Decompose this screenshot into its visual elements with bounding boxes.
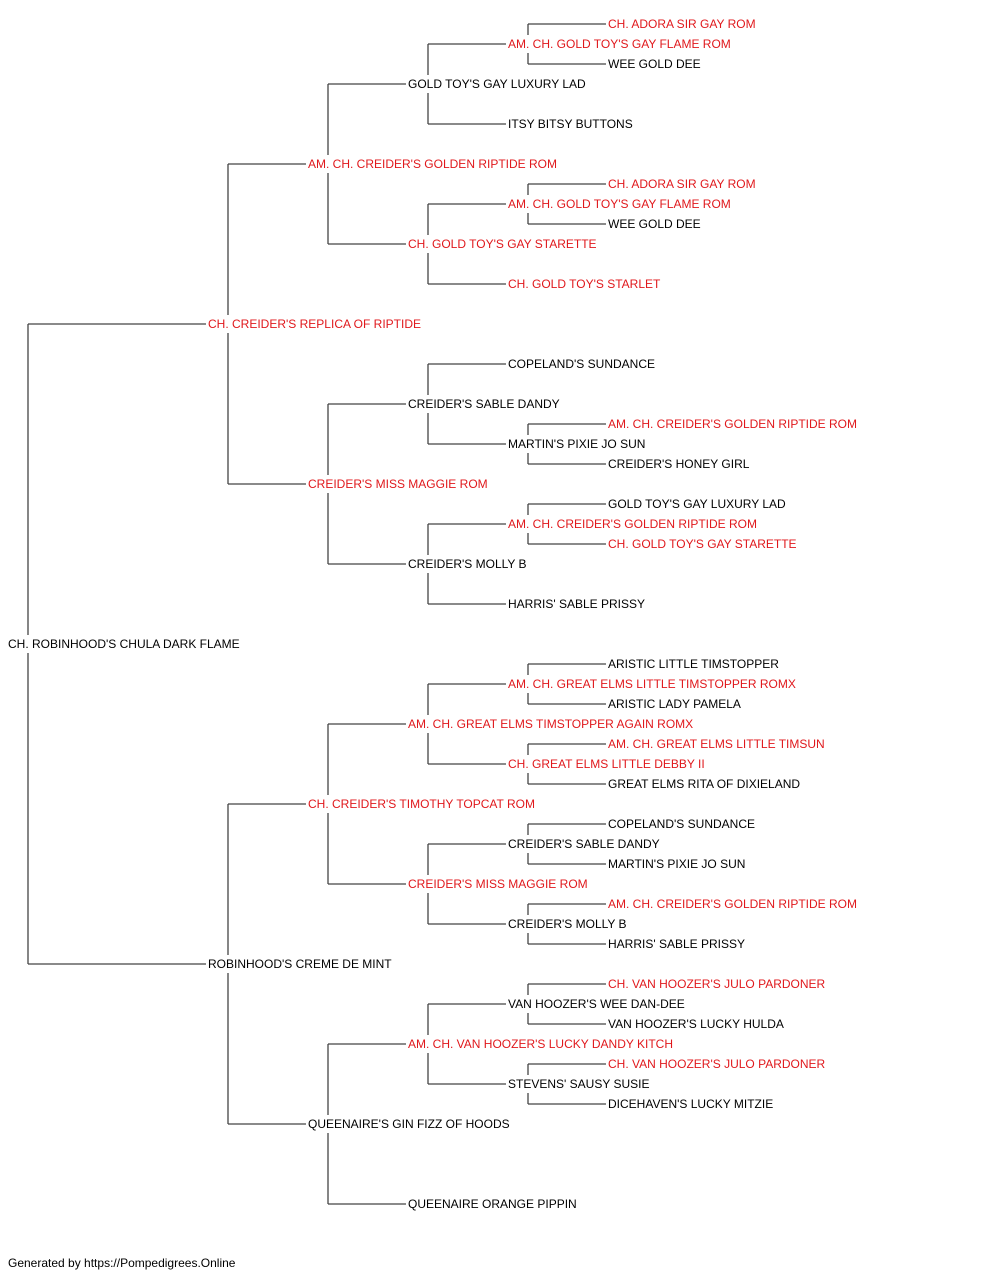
pedigree-name-root-d-d-s-d: STEVENS' SAUSY SUSIE [508,1077,649,1091]
pedigree-name-root-s-d-s-d-d: CREIDER'S HONEY GIRL [608,457,750,471]
pedigree-name-root-s-d-d-s: AM. CH. CREIDER'S GOLDEN RIPTIDE ROM [508,517,757,531]
pedigree-name-root-s-s-d-s-s: CH. ADORA SIR GAY ROM [608,177,756,191]
footer-credit: Generated by https://Pompedigrees.Online [8,1256,236,1270]
pedigree-name-root-s-d-s-d-s: AM. CH. CREIDER'S GOLDEN RIPTIDE ROM [608,417,857,431]
pedigree-name-root-d-s-d-d-s: AM. CH. CREIDER'S GOLDEN RIPTIDE ROM [608,897,857,911]
pedigree-name-root-d-s-s-d-s: AM. CH. GREAT ELMS LITTLE TIMSUN [608,737,825,751]
pedigree-name-root-s-d-d: CREIDER'S MOLLY B [408,557,527,571]
pedigree-name-root-s: CH. CREIDER'S REPLICA OF RIPTIDE [208,317,421,331]
pedigree-name-root-d-s-d-d: CREIDER'S MOLLY B [508,917,627,931]
pedigree-name-root-s-s-s-s: AM. CH. GOLD TOY'S GAY FLAME ROM [508,37,731,51]
pedigree-name-root-d-s-s-d-d: GREAT ELMS RITA OF DIXIELAND [608,777,800,791]
pedigree-name-root-d-d: QUEENAIRE'S GIN FIZZ OF HOODS [308,1117,510,1131]
pedigree-name-root-d-s-d-s: CREIDER'S SABLE DANDY [508,837,660,851]
pedigree-name-root-d-d-s-d-s: CH. VAN HOOZER'S JULO PARDONER [608,1057,826,1071]
pedigree-name-root-s-d-d-d: HARRIS' SABLE PRISSY [508,597,645,611]
pedigree-name-root-s-d-d-s-d: CH. GOLD TOY'S GAY STARETTE [608,537,797,551]
pedigree-name-root-s-s-s: GOLD TOY'S GAY LUXURY LAD [408,77,586,91]
pedigree-name-root-d-d-s-s-s: CH. VAN HOOZER'S JULO PARDONER [608,977,826,991]
pedigree-name-root-s-d-s: CREIDER'S SABLE DANDY [408,397,560,411]
pedigree-name-root-d-s-d-d-d: HARRIS' SABLE PRISSY [608,937,745,951]
pedigree-name-root-s-s-d-s-d: WEE GOLD DEE [608,217,701,231]
pedigree-name-root-d-s-s-s: AM. CH. GREAT ELMS LITTLE TIMSTOPPER ROM… [508,677,796,691]
pedigree-name-root-s-d-d-s-s: GOLD TOY'S GAY LUXURY LAD [608,497,786,511]
pedigree-name-root-d-s-s-s-s: ARISTIC LITTLE TIMSTOPPER [608,657,779,671]
pedigree-name-root-s-s-d-d: CH. GOLD TOY'S STARLET [508,277,661,291]
pedigree-name-root-d-s-d-s-d: MARTIN'S PIXIE JO SUN [608,857,745,871]
pedigree-name-root-d-d-s-d-d: DICEHAVEN'S LUCKY MITZIE [608,1097,773,1111]
pedigree-name-root-s-d: CREIDER'S MISS MAGGIE ROM [308,477,488,491]
pedigree-name-root-d-s-s: AM. CH. GREAT ELMS TIMSTOPPER AGAIN ROMX [408,717,693,731]
pedigree-name-root-s-s-s-d: ITSY BITSY BUTTONS [508,117,633,131]
pedigree-name-root-s-s: AM. CH. CREIDER'S GOLDEN RIPTIDE ROM [308,157,557,171]
pedigree-name-root-s-s-d: CH. GOLD TOY'S GAY STARETTE [408,237,597,251]
pedigree-name-root-d-s-d-s-s: COPELAND'S SUNDANCE [608,817,755,831]
pedigree-name-root-d-d-s: AM. CH. VAN HOOZER'S LUCKY DANDY KITCH [408,1037,673,1051]
pedigree-name-root-d-d-s-s: VAN HOOZER'S WEE DAN-DEE [508,997,685,1011]
pedigree-name-root-s-s-s-s-s: CH. ADORA SIR GAY ROM [608,17,756,31]
pedigree-name-root: CH. ROBINHOOD'S CHULA DARK FLAME [8,637,240,651]
pedigree-name-root-s-d-s-d: MARTIN'S PIXIE JO SUN [508,437,645,451]
pedigree-name-root-s-s-d-s: AM. CH. GOLD TOY'S GAY FLAME ROM [508,197,731,211]
pedigree-name-root-d-s: CH. CREIDER'S TIMOTHY TOPCAT ROM [308,797,535,811]
pedigree-name-root-d-d-d: QUEENAIRE ORANGE PIPPIN [408,1197,577,1211]
pedigree-name-root-d-d-s-s-d: VAN HOOZER'S LUCKY HULDA [608,1017,784,1031]
pedigree-name-root-d-s-s-d: CH. GREAT ELMS LITTLE DEBBY II [508,757,705,771]
pedigree-name-root-d: ROBINHOOD'S CREME DE MINT [208,957,392,971]
pedigree-name-root-s-s-s-s-d: WEE GOLD DEE [608,57,701,71]
pedigree-name-root-s-d-s-s: COPELAND'S SUNDANCE [508,357,655,371]
pedigree-name-root-d-s-s-s-d: ARISTIC LADY PAMELA [608,697,741,711]
pedigree-name-root-d-s-d: CREIDER'S MISS MAGGIE ROM [408,877,588,891]
